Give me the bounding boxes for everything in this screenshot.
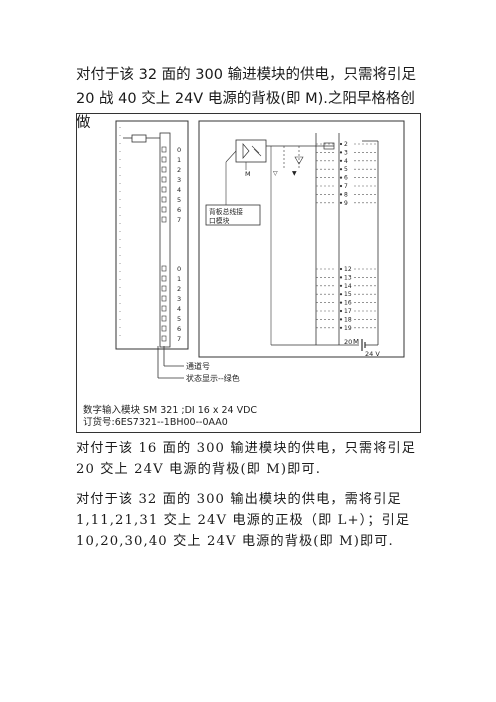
channel-number: 4 [177, 305, 181, 313]
terminal-point [339, 201, 343, 204]
channel-number: 1 [177, 156, 181, 164]
terminal-pin: 19 [344, 325, 352, 332]
channel-number: 1 [177, 275, 181, 283]
channel-number: 2 [177, 285, 181, 293]
terminal-point [339, 284, 343, 287]
paragraph-16-point: 对付于该 16 面的 300 输进模块的供电，只需将引足 20 交上 24V 电… [76, 441, 417, 477]
terminal-pin: 3 [344, 149, 348, 156]
module-block [198, 120, 405, 358]
terminal-point [339, 293, 343, 296]
terminal-pin: 4 [344, 158, 348, 165]
status-led [161, 275, 167, 282]
status-led [161, 335, 167, 342]
channel-number: 6 [177, 325, 181, 333]
legend-status-display: 状态显示--绿色 [186, 373, 240, 383]
channel-numbers-top: 0 1 2 3 4 5 6 7 [161, 146, 181, 224]
caption-order-number: 订货号:6ES7321--1BH00--0AA0 [83, 417, 228, 428]
terminal-pin: 14 [344, 283, 352, 290]
terminal-point [339, 159, 343, 162]
terminal-point [339, 142, 343, 146]
optocoupler [235, 139, 267, 163]
channel-numbers-bottom: 0 1 2 3 4 5 6 7 [161, 265, 181, 343]
bus-interface-box [205, 204, 261, 226]
supply-label: 24 V [365, 350, 380, 358]
status-led [161, 196, 167, 203]
terminal-point [339, 176, 343, 179]
status-led [161, 305, 167, 312]
channel-number: 2 [177, 166, 181, 174]
svg-text:▽: ▽ [273, 170, 278, 177]
channel-number: 4 [177, 186, 181, 194]
status-led [161, 216, 167, 223]
channel-number: 3 [177, 176, 181, 184]
figure-frame [76, 113, 421, 433]
pin-20-m-label: M [353, 338, 359, 346]
terminal-point [339, 309, 343, 313]
status-led [161, 206, 167, 213]
terminal-point [339, 276, 343, 279]
pin-20: 20 [344, 338, 352, 346]
terminal-point [339, 193, 343, 196]
terminal-pin: 17 [344, 308, 352, 315]
terminal-point [339, 326, 343, 329]
terminal-pin: 5 [344, 166, 348, 173]
terminal-point [339, 168, 343, 171]
terminal-pin: 6 [344, 175, 348, 182]
terminal-point [339, 267, 343, 271]
terminal-point [339, 151, 343, 154]
status-led [161, 146, 167, 153]
status-led [161, 285, 167, 292]
status-led [161, 265, 167, 272]
status-led [161, 186, 167, 193]
channel-number: 7 [177, 335, 181, 343]
label-slot [131, 134, 147, 143]
status-led [161, 166, 167, 173]
terminal-pin: 8 [344, 191, 348, 198]
opto-m-label: M [245, 170, 251, 178]
status-led [161, 315, 167, 322]
channel-number: 0 [177, 265, 181, 273]
channel-number: 3 [177, 295, 181, 303]
terminal-point [339, 184, 343, 188]
paragraph-32-point-output: 对付于该 32 面的 300 输出模块的供电，需将引足 1,11,21,31 交… [76, 492, 411, 549]
terminal-pin: 15 [344, 291, 352, 298]
terminal-pin: 18 [344, 316, 352, 323]
terminal-point [339, 301, 343, 304]
terminal-pin: 9 [344, 200, 348, 207]
svg-text:▼: ▼ [292, 170, 297, 177]
terminal-pin: 13 [344, 274, 352, 281]
channel-number: 5 [177, 196, 181, 204]
terminal-pin: 16 [344, 300, 352, 307]
status-led [161, 325, 167, 332]
intro-paragraph: 对付于该 32 面的 300 输进模块的供电，只需将引足20 战 40 交上 2… [76, 67, 417, 131]
bus-box-line2: 口模块 [209, 216, 230, 225]
terminal-pins-top: 23 45 678 9 [316, 141, 376, 207]
legend-channel-number: 通道号 [186, 361, 210, 371]
front-panel [115, 120, 189, 350]
channel-number: 6 [177, 206, 181, 214]
led-strip [159, 132, 171, 348]
caption-model: 数字输入模块 SM 321 ;DI 16 x 24 VDC [83, 405, 258, 416]
status-led [161, 156, 167, 163]
status-led [161, 176, 167, 183]
figure-caption: 数字输入模块 SM 321 ;DI 16 x 24 VDC 订货号:6ES732… [83, 405, 257, 429]
channel-number: 0 [177, 146, 181, 154]
terminal-pin: 2 [344, 141, 348, 148]
channel-number: 5 [177, 315, 181, 323]
terminal-point [339, 318, 343, 321]
channel-number: 7 [177, 216, 181, 224]
terminal-pin: 7 [344, 183, 348, 190]
status-led [161, 295, 167, 302]
terminal-pin: 12 [344, 266, 352, 273]
bus-box-line1: 背板总线接 [209, 207, 243, 216]
